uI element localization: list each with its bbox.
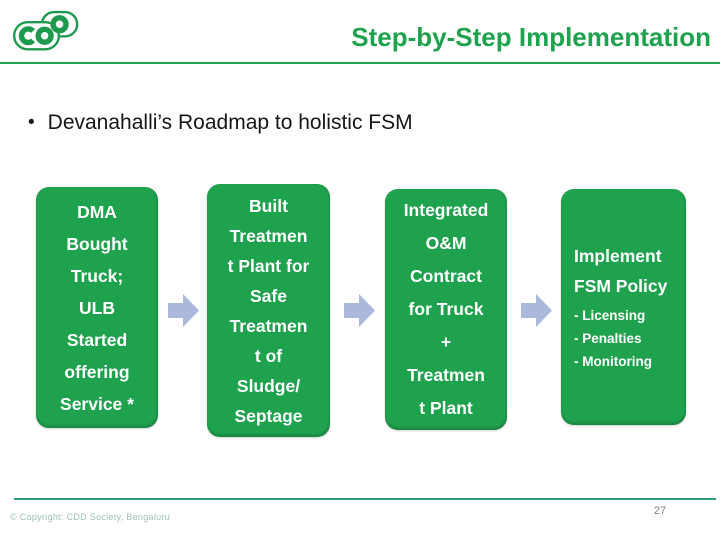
bullet-text: Devanahalli’s Roadmap to holistic FSM: [47, 111, 413, 134]
step-4-items: - Licensing - Penalties - Monitoring: [574, 308, 652, 369]
step-1-text: DMA Bought Truck; ULB Started offering S…: [60, 201, 134, 414]
roadmap-step-4: Implement FSM Policy - Licensing - Penal…: [561, 189, 686, 425]
copyright-text: © Copyright: CDD Society, Bengaluru: [10, 512, 171, 522]
bullet-item: • Devanahalli’s Roadmap to holistic FSM: [28, 109, 413, 136]
cdd-logo-icon: [12, 10, 79, 51]
step-3-text: Integrated O&M Contract for Truck + Trea…: [403, 200, 489, 418]
slide-title: Step-by-Step Implementation: [351, 22, 711, 52]
cdd-logo: [12, 10, 80, 52]
arrow-right-icon: [344, 294, 375, 327]
step-2-text: Built Treatmen t Plant for Safe Treatmen…: [227, 195, 310, 426]
footer-divider: [14, 498, 716, 500]
roadmap-step-1: DMA Bought Truck; ULB Started offering S…: [36, 187, 158, 428]
bullet-marker: •: [28, 112, 35, 133]
roadmap-step-2: Built Treatmen t Plant for Safe Treatmen…: [207, 184, 330, 437]
step-4-title: Implement FSM Policy: [574, 246, 668, 296]
header-divider: [0, 62, 720, 64]
arrow-right-icon: [521, 294, 552, 327]
arrow-right-icon: [168, 294, 199, 327]
page-number: 27: [653, 505, 667, 517]
roadmap-step-3: Integrated O&M Contract for Truck + Trea…: [385, 189, 507, 430]
